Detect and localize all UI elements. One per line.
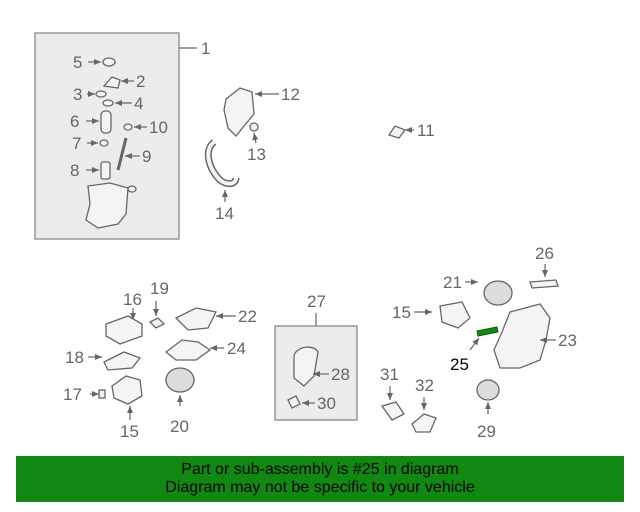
part-19-clip (148, 317, 166, 329)
part-5-cap (102, 57, 116, 67)
part-13-nut (249, 122, 259, 132)
part-10-grommet (123, 123, 133, 131)
callout-31: 31 (380, 365, 399, 384)
part-26-shim (529, 279, 559, 289)
callout-16: 16 (123, 290, 142, 309)
part-25-highlighted (476, 326, 499, 337)
part-11-clip (387, 125, 407, 139)
callout-21: 21 (443, 273, 462, 292)
callout-28: 28 (331, 365, 350, 384)
callout-12: 12 (281, 85, 300, 104)
callout-2: 2 (136, 72, 145, 91)
part-14-hose (204, 139, 240, 188)
callout-18: 18 (65, 348, 84, 367)
info-banner: Part or sub-assembly is #25 in diagram D… (16, 456, 624, 502)
callout-22: 22 (238, 307, 257, 326)
part-23-bracket (493, 303, 551, 369)
callout-23: 23 (558, 331, 577, 350)
callout-6: 6 (70, 112, 79, 131)
callout-15-lower: 15 (120, 422, 139, 441)
callout-30: 30 (317, 394, 336, 413)
callout-24: 24 (227, 339, 246, 358)
part-12-bracket (223, 87, 255, 137)
banner-line-1: Part or sub-assembly is #25 in diagram (181, 461, 459, 478)
part-9-level-sensor (116, 137, 128, 171)
part-4-grommet (102, 99, 114, 107)
part-28-mount (293, 346, 319, 387)
callout-11: 11 (417, 121, 435, 140)
exploded-parts-diagram: 1 5 2 3 4 6 10 7 9 8 12 13 14 11 (34, 32, 577, 441)
callout-29: 29 (477, 422, 496, 441)
part-17-bolt (98, 389, 106, 399)
callout-15-upper: 15 (392, 303, 411, 322)
part-20-mount (165, 367, 195, 393)
part-31-bracket (380, 401, 405, 421)
callout-8: 8 (70, 161, 79, 180)
callout-9: 9 (142, 147, 151, 166)
callout-20: 20 (170, 417, 189, 436)
callout-10: 10 (149, 118, 168, 137)
part-15-mount-lower (111, 375, 143, 405)
part-2-bracket (102, 76, 121, 89)
callout-27: 27 (307, 292, 326, 311)
part-16-mount (105, 315, 143, 345)
callout-32: 32 (415, 376, 434, 395)
callout-4: 4 (134, 94, 143, 113)
callout-25: 25 (450, 355, 469, 374)
part-7-seal (99, 139, 109, 147)
callout-17: 17 (63, 385, 82, 404)
callout-13: 13 (247, 145, 266, 164)
callout-14: 14 (215, 204, 234, 223)
part-21-mount (483, 280, 513, 306)
part-6-filler-neck (100, 110, 112, 134)
part-29-mount (476, 379, 500, 401)
part-30-bolt (287, 395, 301, 409)
callout-7: 7 (72, 134, 81, 153)
part-3-seal (95, 90, 107, 98)
callout-3: 3 (73, 85, 82, 104)
banner-line-2: Diagram may not be specific to your vehi… (165, 479, 475, 496)
part-24-bracket (164, 339, 212, 361)
reservoir-grommet (127, 185, 137, 193)
part-8-washer-pump (100, 161, 111, 180)
callout-1: 1 (201, 39, 210, 58)
part-22-bracket (174, 307, 217, 331)
part-32-bracket (411, 413, 437, 433)
callout-5: 5 (73, 53, 82, 72)
callout-26: 26 (535, 244, 554, 263)
part-18-heat-shield (103, 351, 142, 371)
part-15-mount-upper (439, 301, 471, 329)
callout-19: 19 (150, 279, 169, 298)
reservoir-tank (85, 182, 129, 229)
